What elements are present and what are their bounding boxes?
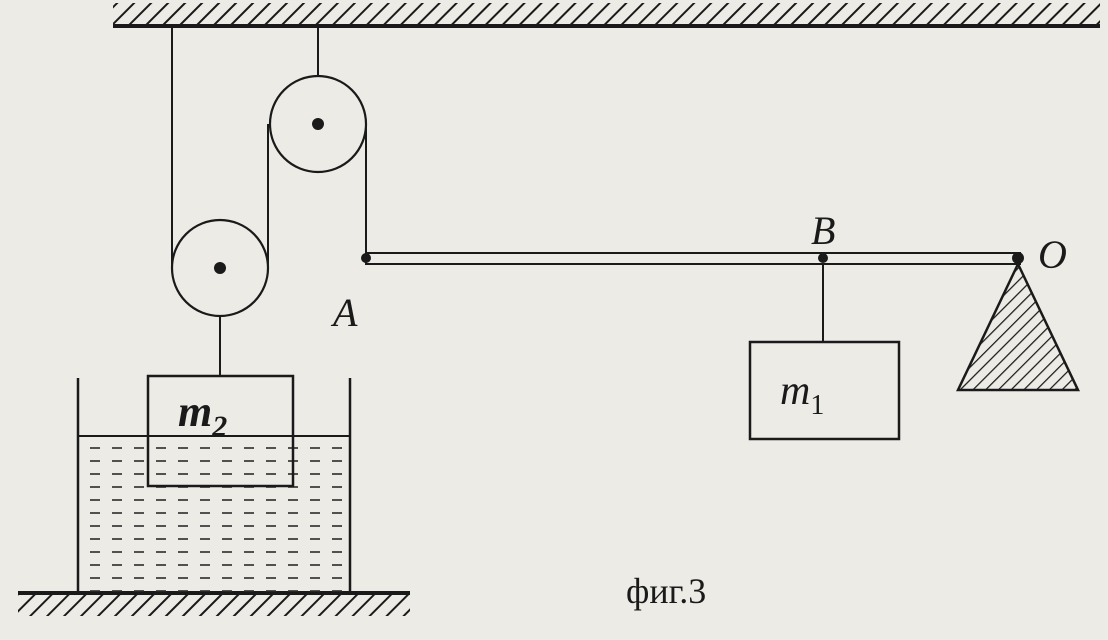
figure-caption: фиг.3 bbox=[626, 571, 706, 611]
m1-label: m1 bbox=[780, 368, 824, 421]
point-a-marker bbox=[361, 253, 371, 263]
fulcrum bbox=[956, 261, 1080, 392]
point-o-marker bbox=[1012, 252, 1024, 264]
point-o-label: O bbox=[1038, 232, 1067, 277]
liquid-container bbox=[76, 378, 352, 593]
m2-label: m2 bbox=[178, 387, 227, 443]
point-b-label: B bbox=[811, 208, 835, 253]
ceiling bbox=[113, 3, 1100, 28]
block-m2: m2 bbox=[146, 374, 295, 488]
point-b-marker bbox=[818, 253, 828, 263]
movable-pulley bbox=[170, 218, 270, 318]
point-a-label: A bbox=[330, 290, 358, 335]
floor bbox=[18, 591, 410, 616]
liquid bbox=[78, 436, 350, 593]
lever bbox=[361, 252, 1024, 265]
block-m1: m1 bbox=[748, 340, 901, 441]
fixed-pulley bbox=[268, 74, 368, 174]
rope-system bbox=[171, 26, 824, 376]
